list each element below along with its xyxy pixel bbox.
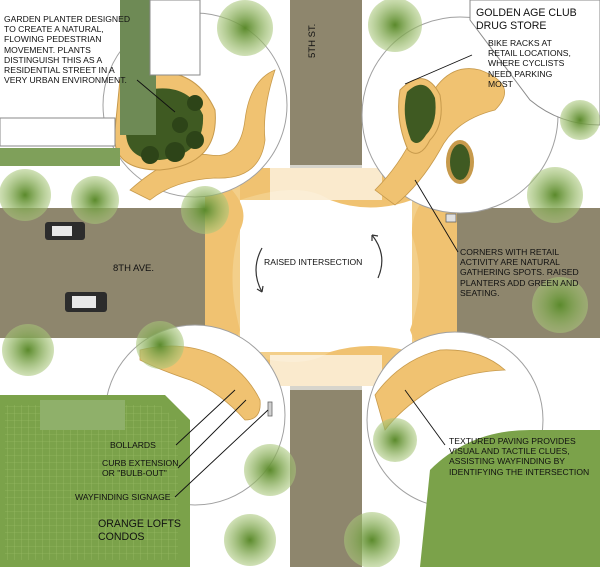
building-nw <box>149 0 201 76</box>
lawn-se <box>420 430 600 567</box>
callout-leaders <box>136 54 473 498</box>
tree <box>181 186 229 234</box>
shrub <box>172 117 188 133</box>
tree <box>527 167 583 223</box>
leader-bike-racks <box>404 54 473 85</box>
tree <box>0 169 51 221</box>
tree <box>560 100 600 140</box>
curb-extension-callout: CURB EXTENSION, OR "BULB-OUT" <box>102 458 181 479</box>
shrub <box>187 95 203 111</box>
car-windows <box>52 226 72 236</box>
raised-planter-bed-1 <box>404 84 436 144</box>
leader-textured-paving <box>404 389 446 446</box>
crosswalk-stripe-south <box>270 355 382 390</box>
leader-corners-retail <box>414 179 459 253</box>
bike-racks-callout: BIKE RACKS AT RETAIL LOCATIONS, WHERE CY… <box>488 38 571 89</box>
tree <box>136 321 184 369</box>
bollards-callout: BOLLARDS <box>110 440 156 450</box>
leader-garden-planter <box>136 79 176 113</box>
car-windows <box>72 296 96 308</box>
leader-curb-extension <box>177 399 247 469</box>
leader-bollards <box>175 389 236 446</box>
lawn-strip-nw <box>0 148 120 166</box>
leader-wayfinding <box>174 409 269 498</box>
intersection-center <box>240 200 412 352</box>
garden-planter-callout: GARDEN PLANTER DESIGNED TO CREATE A NATU… <box>4 14 131 86</box>
shrub <box>165 142 185 162</box>
crosswalk-stripe-north <box>270 165 382 200</box>
orange-lofts-label: ORANGE LOFTS CONDOS <box>98 518 181 543</box>
wayfinding-callout: WAYFINDING SIGNAGE <box>75 492 171 502</box>
tree <box>224 514 276 566</box>
wayfinding-sign-sw <box>267 401 273 417</box>
raised-intersection-label: RAISED INTERSECTION <box>264 257 363 267</box>
tree <box>344 512 400 567</box>
flow-arrow-right <box>371 234 383 279</box>
tree <box>244 444 296 496</box>
tree <box>532 277 588 333</box>
shrub <box>141 146 159 164</box>
planter-sw <box>40 400 125 430</box>
textured-paving-callout: TEXTURED PAVING PROVIDES VISUAL AND TACT… <box>449 436 590 477</box>
tree <box>71 176 119 224</box>
tree <box>2 324 54 376</box>
arrowhead <box>371 234 379 241</box>
house-nw <box>0 117 116 147</box>
tree <box>217 0 273 56</box>
raised-planter-bed-2 <box>450 144 470 180</box>
golden-age-label: GOLDEN AGE CLUB DRUG STORE <box>476 7 577 32</box>
shrub <box>186 131 204 149</box>
flow-arrow-left <box>255 247 263 293</box>
tree <box>373 418 417 462</box>
wayfinding-sign-ne <box>445 213 457 223</box>
lawn-grid-sw <box>5 405 178 560</box>
street-label-8th: 8TH AVE. <box>113 263 155 274</box>
paving-flow-se <box>374 349 507 431</box>
arrowhead <box>256 285 264 293</box>
corners-retail-callout: CORNERS WITH RETAIL ACTIVITY ARE NATURAL… <box>460 247 579 298</box>
street-label-5th: 5TH ST. <box>307 23 318 58</box>
tree <box>368 0 422 52</box>
crosswalk-east <box>410 168 457 386</box>
